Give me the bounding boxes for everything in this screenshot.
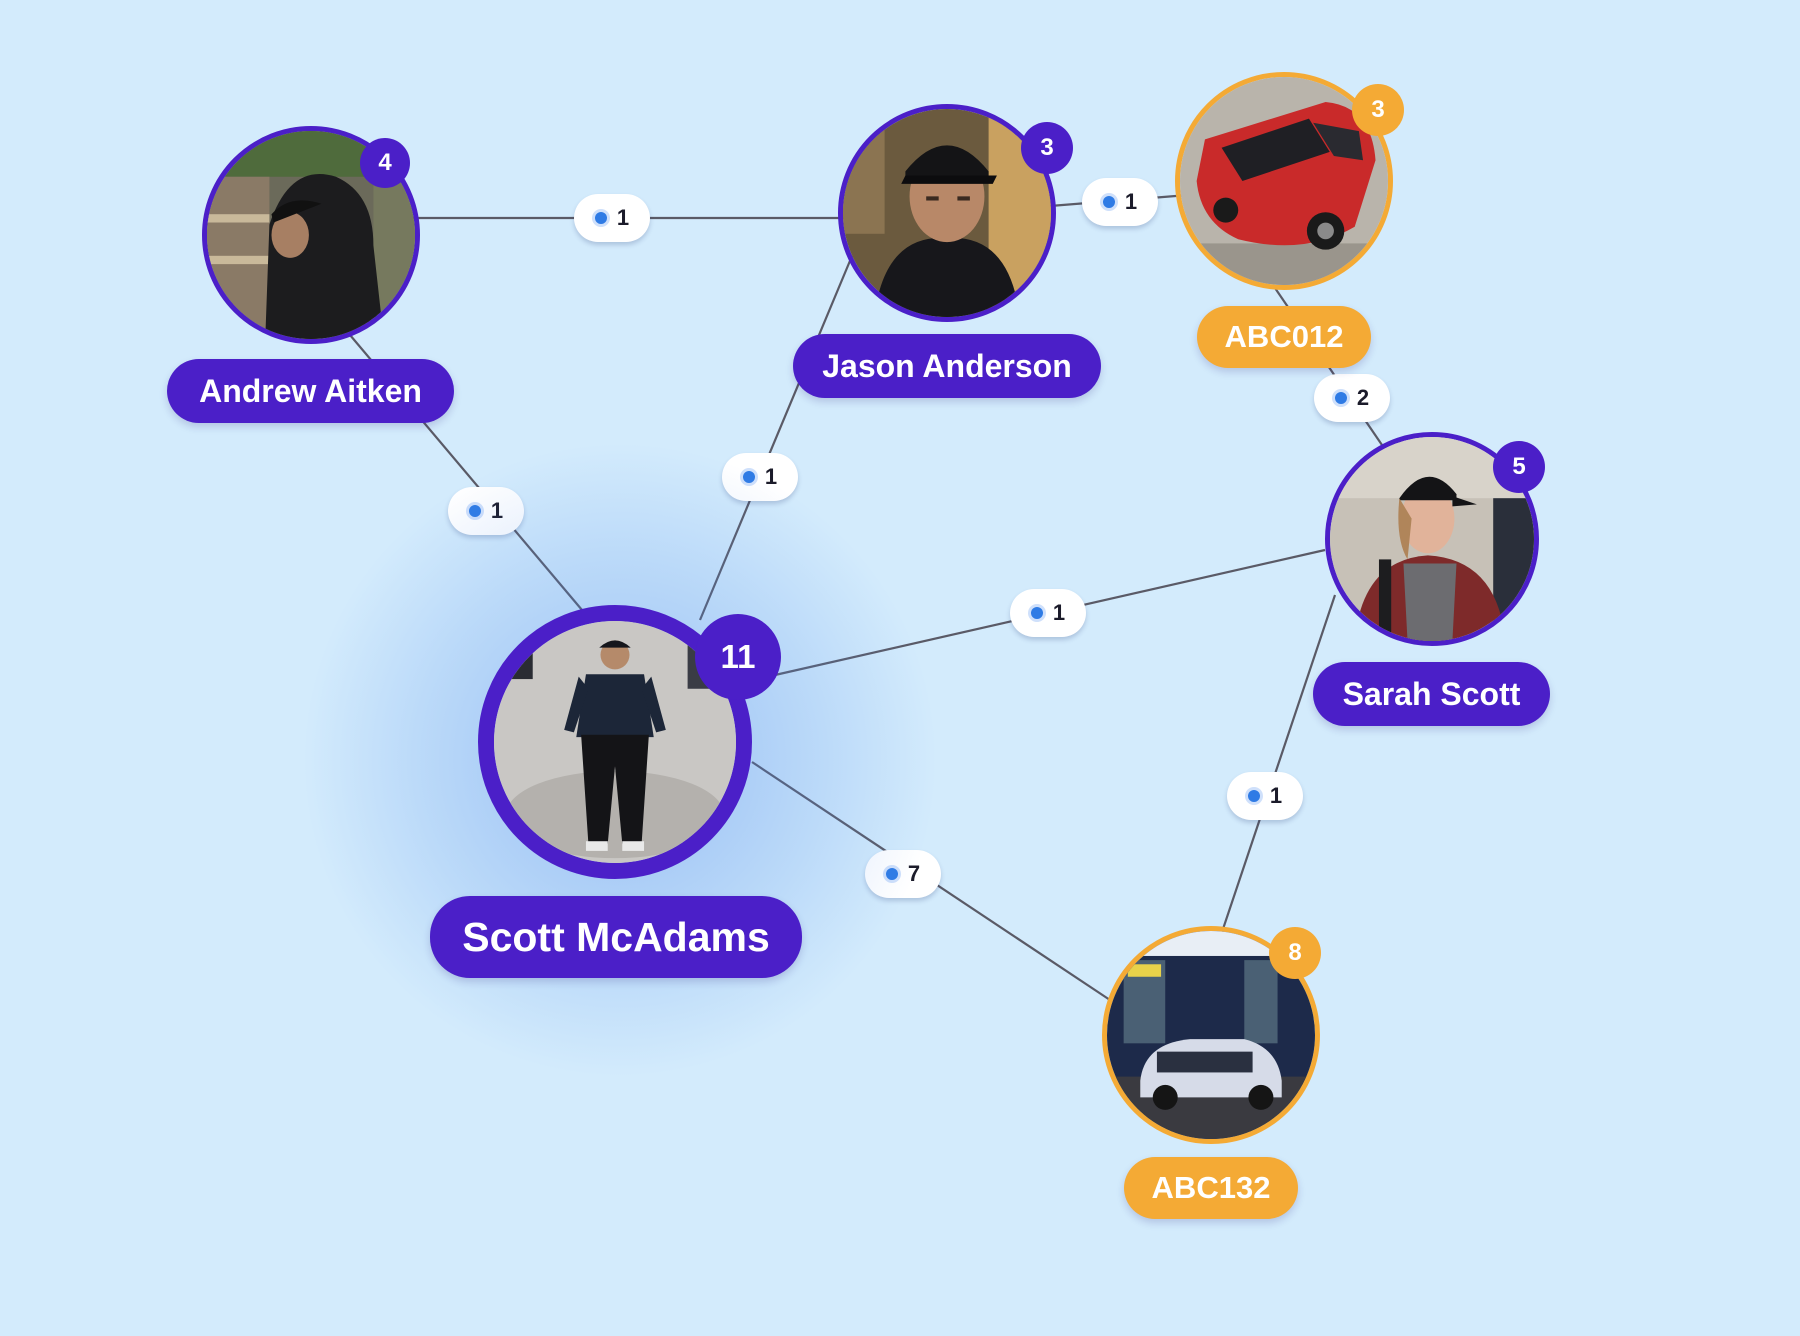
node-name-label[interactable]: Jason Anderson xyxy=(793,334,1101,398)
edge-dot-icon xyxy=(885,868,898,880)
edge-dot-icon xyxy=(594,212,607,224)
edge-count: 1 xyxy=(491,498,503,524)
edge-pill-scott-jason[interactable]: 1 xyxy=(722,453,798,501)
node-count-badge: 5 xyxy=(1493,441,1545,493)
person-cap-portrait-photo-icon[interactable] xyxy=(838,104,1056,322)
node-count-badge: 11 xyxy=(695,614,781,700)
edge-count: 1 xyxy=(1269,783,1283,808)
node-name-label[interactable]: ABC132 xyxy=(1124,1157,1298,1219)
edge-dot-icon xyxy=(468,505,481,517)
node-name-label[interactable]: Scott McAdams xyxy=(430,896,802,978)
edge-count: 1 xyxy=(1052,600,1066,625)
edge-count: 2 xyxy=(1356,385,1370,410)
edge-line-sarah-abc132 xyxy=(1220,594,1337,933)
edge-dot-icon xyxy=(742,471,755,483)
edge-dot-icon xyxy=(1334,392,1347,404)
edge-pill-andrew-jason[interactable]: 1 xyxy=(574,194,650,242)
edge-count: 1 xyxy=(1124,189,1138,214)
edge-pill-jason-abc012[interactable]: 1 xyxy=(1082,178,1158,226)
node-name-label[interactable]: Sarah Scott xyxy=(1313,662,1550,726)
node-count-badge: 3 xyxy=(1352,84,1404,136)
edge-dot-icon xyxy=(1030,607,1043,619)
edge-pill-abc012-sarah[interactable]: 2 xyxy=(1314,374,1390,422)
edge-count: 7 xyxy=(908,861,920,887)
edge-dot-icon xyxy=(1247,790,1260,802)
car-at-gas-station-photo-icon[interactable] xyxy=(1102,926,1320,1144)
edge-pill-andrew-scott[interactable]: 1 xyxy=(448,487,524,535)
edge-count: 1 xyxy=(616,205,630,230)
node-name-label[interactable]: Andrew Aitken xyxy=(167,359,454,423)
person-hooded-photo-icon[interactable] xyxy=(202,126,420,344)
node-name-label[interactable]: ABC012 xyxy=(1197,306,1371,368)
edge-line-scott-jason xyxy=(698,255,854,621)
node-count-badge: 8 xyxy=(1269,927,1321,979)
edge-pill-scott-abc132[interactable]: 7 xyxy=(865,850,941,898)
node-count-badge: 3 xyxy=(1021,122,1073,174)
edge-pill-sarah-abc132[interactable]: 1 xyxy=(1227,772,1303,820)
node-count-badge: 4 xyxy=(360,138,410,188)
edge-pill-scott-sarah[interactable]: 1 xyxy=(1010,589,1086,637)
edge-count: 1 xyxy=(764,464,778,489)
edge-dot-icon xyxy=(1102,196,1115,208)
